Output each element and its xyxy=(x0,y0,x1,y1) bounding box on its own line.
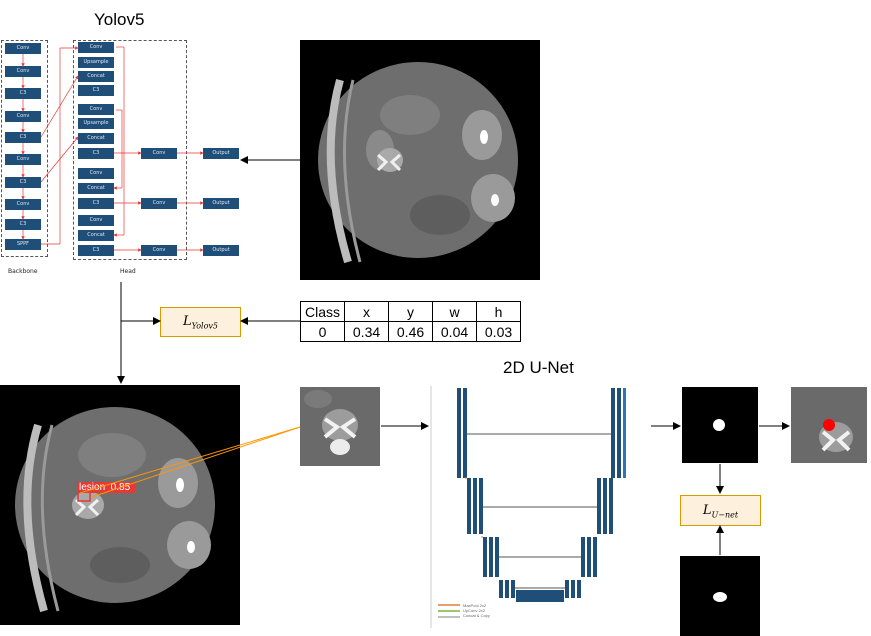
unet-downsampling xyxy=(465,477,483,538)
head-conv-block: Conv xyxy=(141,148,177,159)
output-block: Output xyxy=(203,245,239,256)
legend-concat: Concat & Copy xyxy=(463,613,490,618)
unet-loss-box: LU−net xyxy=(680,495,761,526)
head-conv-block: Conv xyxy=(141,198,177,209)
backbone-block: Conv xyxy=(5,111,41,122)
head-block: Concat xyxy=(78,183,114,194)
backbone-block: SPPF xyxy=(5,239,41,250)
backbone-block: C3 xyxy=(5,88,41,99)
head-block: C3 xyxy=(78,245,114,256)
head-block: Concat xyxy=(78,71,114,82)
unet-skip-connections xyxy=(467,433,611,589)
label-cell: 0.04 xyxy=(432,321,478,342)
head-block: Upsample xyxy=(78,118,114,129)
head-block: C3 xyxy=(78,148,114,159)
backbone-block: Conv xyxy=(5,154,41,165)
head-label: Head xyxy=(120,268,136,275)
head-block: Upsample xyxy=(78,57,114,68)
ground-truth-mask xyxy=(680,556,760,636)
ct-crop xyxy=(300,387,380,466)
zoom-line xyxy=(79,426,301,494)
head-block: Conv xyxy=(78,168,114,179)
backbone-block: Conv xyxy=(5,43,41,54)
backbone-arrows xyxy=(21,46,204,252)
label-table: Class x y w h 0 0.34 0.46 0.04 0.03 xyxy=(299,301,522,342)
unet-blocks xyxy=(457,388,626,602)
unet-legend-swatches xyxy=(438,604,460,618)
label-cell: 0.46 xyxy=(388,321,434,342)
head-block: Conv xyxy=(78,42,114,53)
segmentation-overlay xyxy=(791,387,867,463)
loss-subscript: Yolov5 xyxy=(191,321,219,331)
head-block: Concat xyxy=(78,133,114,144)
backbone-block: Conv xyxy=(5,199,41,210)
head-block: C3 xyxy=(78,85,114,96)
head-block: Concat xyxy=(78,230,114,241)
ct-scan-detection: lesion 0.85 xyxy=(0,385,240,625)
ct-scan-input xyxy=(300,40,540,280)
backbone-block: C3 xyxy=(5,132,41,143)
unet-legend: MaxPool 2x2 UpConv 2x2 Concat & Copy xyxy=(437,603,490,618)
head-box xyxy=(73,40,187,260)
head-block: Conv xyxy=(78,104,114,115)
head-block: Conv xyxy=(78,215,114,226)
backbone-label: Backbone xyxy=(8,268,38,275)
backbone-block: Conv xyxy=(5,66,41,77)
output-block: Output xyxy=(203,148,239,159)
unet-title: 2D U-Net xyxy=(503,358,574,377)
backbone-box xyxy=(1,40,48,257)
backbone-block: C3 xyxy=(5,219,41,230)
yolo-loss-box: LYolov5 xyxy=(160,307,241,337)
legend-maxpool: MaxPool 2x2 xyxy=(463,603,487,608)
loss-symbol: L xyxy=(702,503,712,518)
output-block: Output xyxy=(203,198,239,209)
zoom-line xyxy=(91,426,301,498)
head-conv-block: Conv xyxy=(141,245,177,256)
loss-subscript: U−net xyxy=(711,510,739,520)
backbone-block: C3 xyxy=(5,177,41,188)
yolo-title: Yolov5 xyxy=(94,10,145,29)
loss-symbol: L xyxy=(182,314,192,329)
legend-upconv: UpConv 2x2 xyxy=(463,608,486,613)
predicted-mask xyxy=(682,387,758,463)
label-cell: 0 xyxy=(299,321,346,342)
label-cell: 0.03 xyxy=(476,321,522,342)
head-block: C3 xyxy=(78,198,114,209)
label-cell: 0.34 xyxy=(344,321,390,342)
